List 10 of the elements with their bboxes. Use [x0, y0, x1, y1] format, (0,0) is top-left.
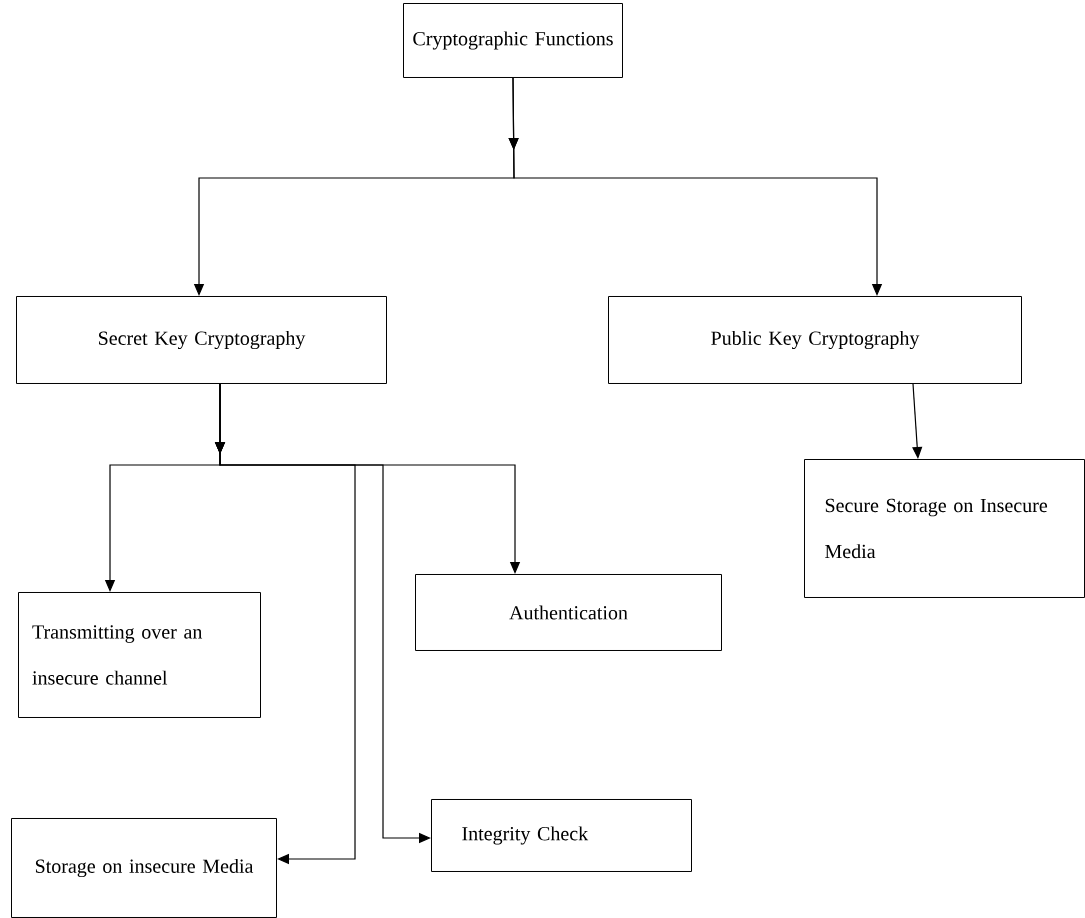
process-box: Storage on insecure Media — [11, 818, 277, 918]
process-box: Secure Storage on Insecure Media — [804, 459, 1085, 598]
process-box: Transmitting over an insecure channel — [18, 592, 261, 718]
arrow — [508, 77, 883, 296]
process-box: Secret Key Cryptography — [16, 296, 387, 384]
process-box: Authentication — [415, 574, 722, 651]
process-box: Public Key Cryptography — [608, 296, 1022, 384]
process-box: Cryptographic Functions — [403, 3, 623, 78]
process-box: Integrity Check — [431, 799, 692, 872]
arrow — [912, 383, 923, 459]
